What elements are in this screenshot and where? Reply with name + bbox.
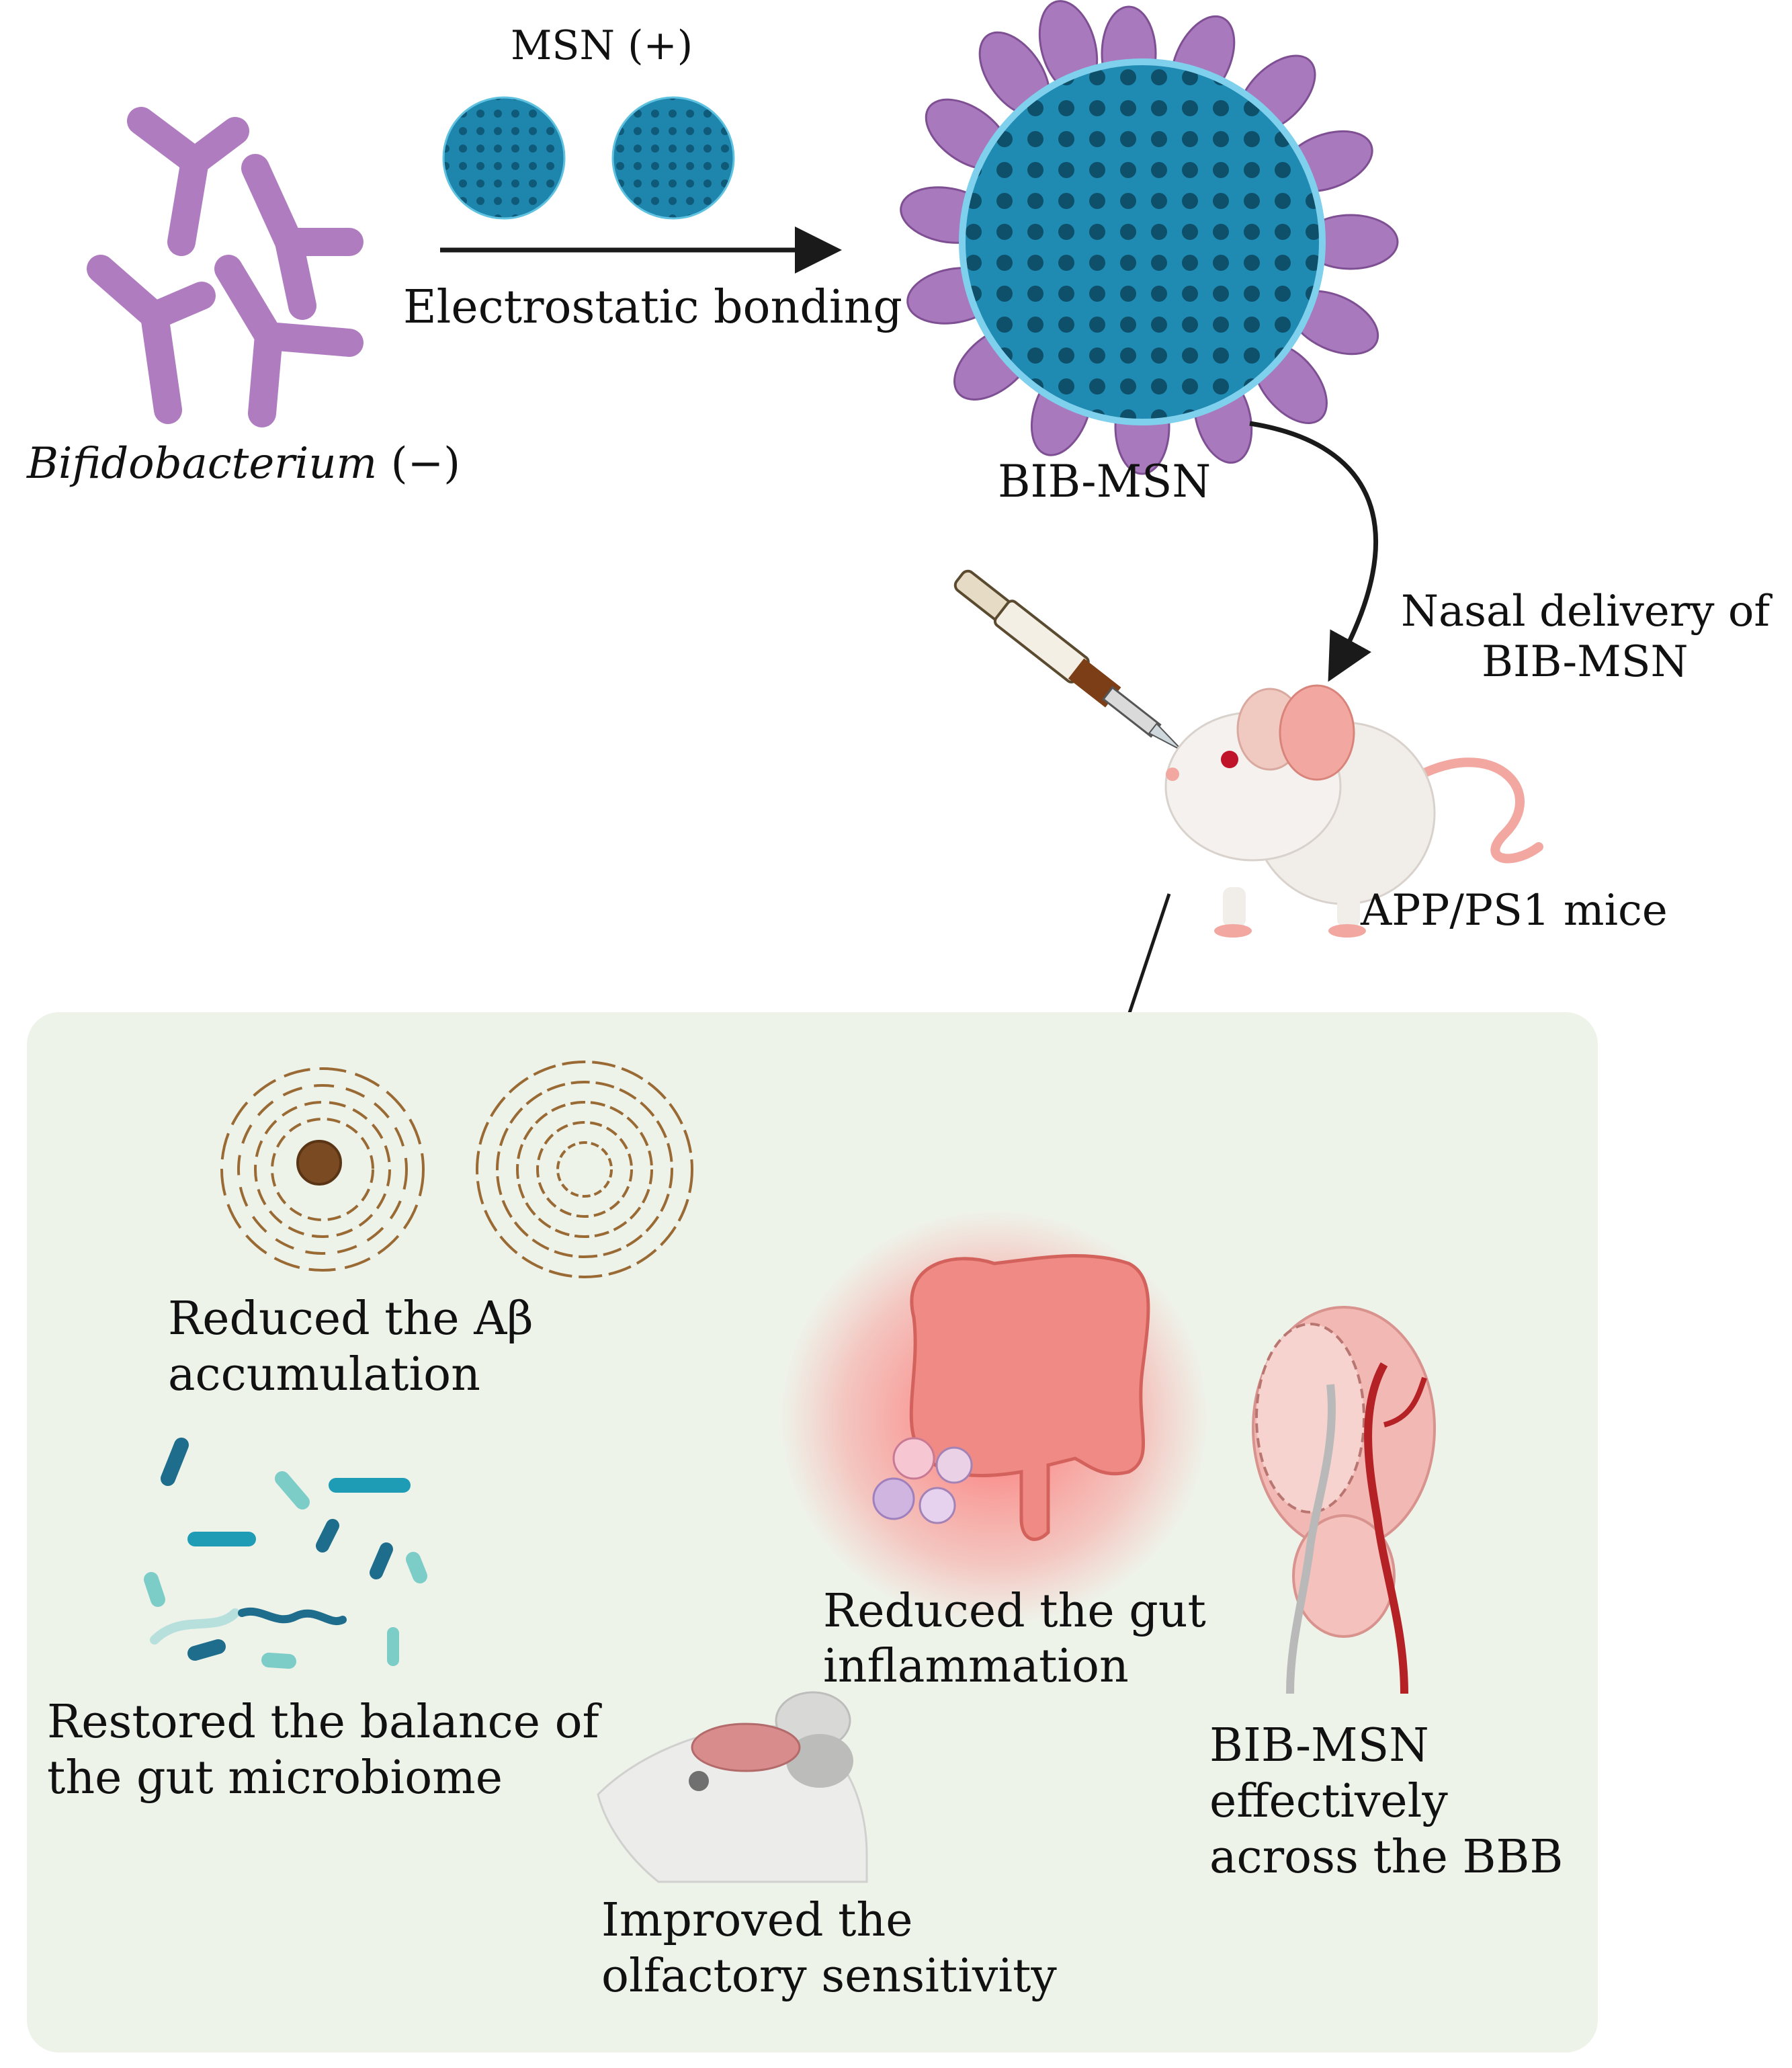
nasal-delivery-label-1: Nasal delivery of bbox=[1401, 587, 1770, 636]
amyloid-plaque-icon bbox=[220, 1061, 693, 1278]
abeta-label-2: accumulation bbox=[168, 1348, 480, 1401]
inflamed-gut-icon bbox=[779, 1210, 1209, 1626]
mice-label: APP/PS1 mice bbox=[1361, 886, 1668, 936]
abeta-label-1: Reduced the Aβ bbox=[168, 1292, 534, 1346]
msn-particle-icon bbox=[442, 96, 735, 220]
mouse-olfactory-brain-icon bbox=[597, 1691, 868, 1883]
bbb-label-3: across the BBB bbox=[1209, 1831, 1564, 1884]
nasal-delivery-label-2: BIB-MSN bbox=[1482, 637, 1689, 687]
microbiome-label-1: Restored the balance of bbox=[47, 1696, 599, 1749]
bbb-label-2: effectively bbox=[1209, 1775, 1448, 1828]
olfactory-label-1: Improved the bbox=[601, 1894, 913, 1947]
bifidobacterium-label: Bifidobacterium (−) bbox=[27, 440, 460, 489]
msn-label: MSN (+) bbox=[511, 22, 693, 69]
mouse-icon bbox=[1164, 684, 1543, 938]
bifidobacterium-icon bbox=[87, 107, 364, 427]
bib-msn-complex-icon bbox=[900, 0, 1399, 475]
electrostatic-label: Electrostatic bonding bbox=[403, 281, 902, 334]
gut-microbiome-icon bbox=[144, 1438, 427, 1669]
nasal-pipette-icon bbox=[953, 569, 1183, 751]
bbb-label-1: BIB-MSN bbox=[1209, 1719, 1429, 1772]
delivery-arrow bbox=[1249, 421, 1378, 682]
bifidobacterium-name: Bifidobacterium bbox=[27, 439, 378, 489]
gut-label-2: inflammation bbox=[823, 1640, 1129, 1693]
bifidobacterium-charge: (−) bbox=[377, 439, 461, 489]
microbiome-label-2: the gut microbiome bbox=[47, 1751, 503, 1805]
gut-label-1: Reduced the gut bbox=[823, 1585, 1206, 1638]
bib-msn-label: BIB-MSN bbox=[998, 456, 1211, 507]
olfactory-label-2: olfactory sensitivity bbox=[601, 1950, 1057, 2003]
brain-vessels-icon bbox=[1252, 1306, 1436, 1694]
